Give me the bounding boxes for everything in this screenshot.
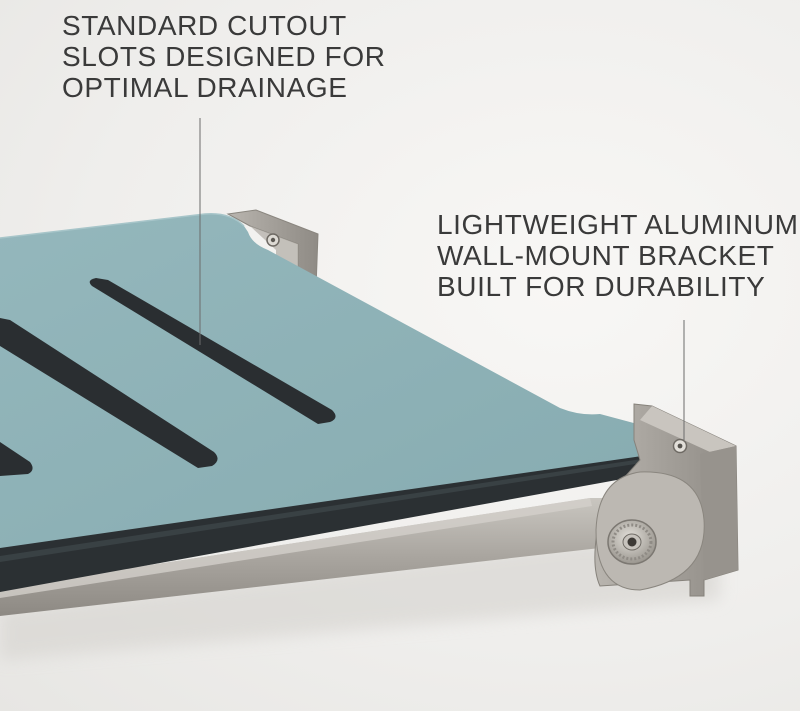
drainage-callout-line-1: STANDARD CUTOUT [62,10,347,41]
seat-surface [0,213,672,548]
support-arm [0,498,622,616]
drainage-slots [0,278,336,476]
cast-shadow [0,540,720,660]
drainage-callout-line-2: SLOTS DESIGNED FOR [62,41,386,72]
knurled-knob-icon [607,519,657,565]
drainage-slot [0,442,33,476]
drainage-callout: STANDARD CUTOUT SLOTS DESIGNED FOR OPTIM… [62,10,386,103]
drainage-callout-line-3: OPTIMAL DRAINAGE [62,72,348,103]
callout-leader-lines [199,118,685,440]
bracket-callout: LIGHTWEIGHT ALUMINUM WALL-MOUNT BRACKET … [437,209,799,302]
seat-edge [0,446,672,592]
front-wall-bracket [594,403,739,597]
bracket-callout-line-1: LIGHTWEIGHT ALUMINUM [437,209,799,240]
bracket-callout-line-2: WALL-MOUNT BRACKET [437,240,775,271]
bracket-callout-line-3: BUILT FOR DURABILITY [437,271,766,302]
drainage-slot [89,278,336,424]
bracket-top-screw-icon [672,438,688,454]
drainage-slot [0,318,218,468]
